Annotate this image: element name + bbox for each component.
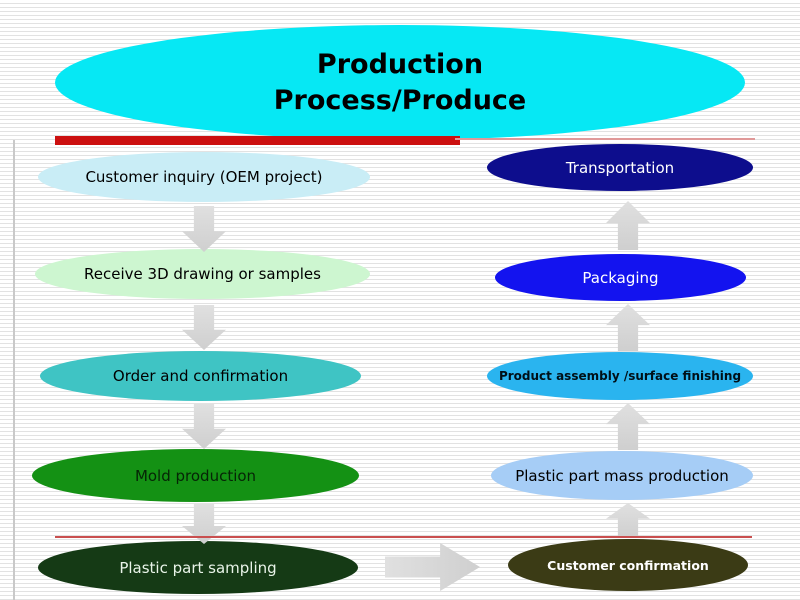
flow-node-order-confirmation: Order and confirmation xyxy=(40,351,361,401)
arrow-down-icon xyxy=(182,206,226,252)
flow-node-plastic-part-mass-production: Plastic part mass production xyxy=(491,451,753,500)
arrow-down-icon xyxy=(182,504,226,544)
flow-node-customer-inquiry: Customer inquiry (OEM project) xyxy=(38,152,370,202)
flow-node-packaging: Packaging xyxy=(495,254,746,301)
flow-node-mold-production: Mold production xyxy=(32,449,359,502)
title-thin-line xyxy=(455,138,755,140)
flow-node-transportation: Transportation xyxy=(487,144,753,191)
title-accent-bar xyxy=(55,136,460,145)
arrow-up-icon xyxy=(606,201,650,250)
arrow-up-icon xyxy=(606,304,650,351)
flow-node-customer-confirmation: Customer confirmation xyxy=(508,539,748,591)
flow-node-plastic-part-sampling: Plastic part sampling xyxy=(38,541,358,594)
flow-node-product-assembly-surface-finishing: Product assembly /surface finishing xyxy=(487,352,753,400)
slide-title-line1: Production xyxy=(316,48,484,80)
left-frame-line xyxy=(13,140,15,600)
slide-title-ellipse: Production Process/Produce xyxy=(55,25,745,140)
arrow-up-icon xyxy=(606,503,650,538)
flow-node-receive-3d-drawing: Receive 3D drawing or samples xyxy=(35,249,370,299)
slide-title-line2: Process/Produce xyxy=(273,84,527,116)
arrow-right-icon xyxy=(385,543,480,591)
arrow-down-icon xyxy=(182,404,226,449)
arrow-down-icon xyxy=(182,305,226,350)
bottom-divider-line xyxy=(55,536,752,538)
arrow-up-icon xyxy=(606,403,650,450)
